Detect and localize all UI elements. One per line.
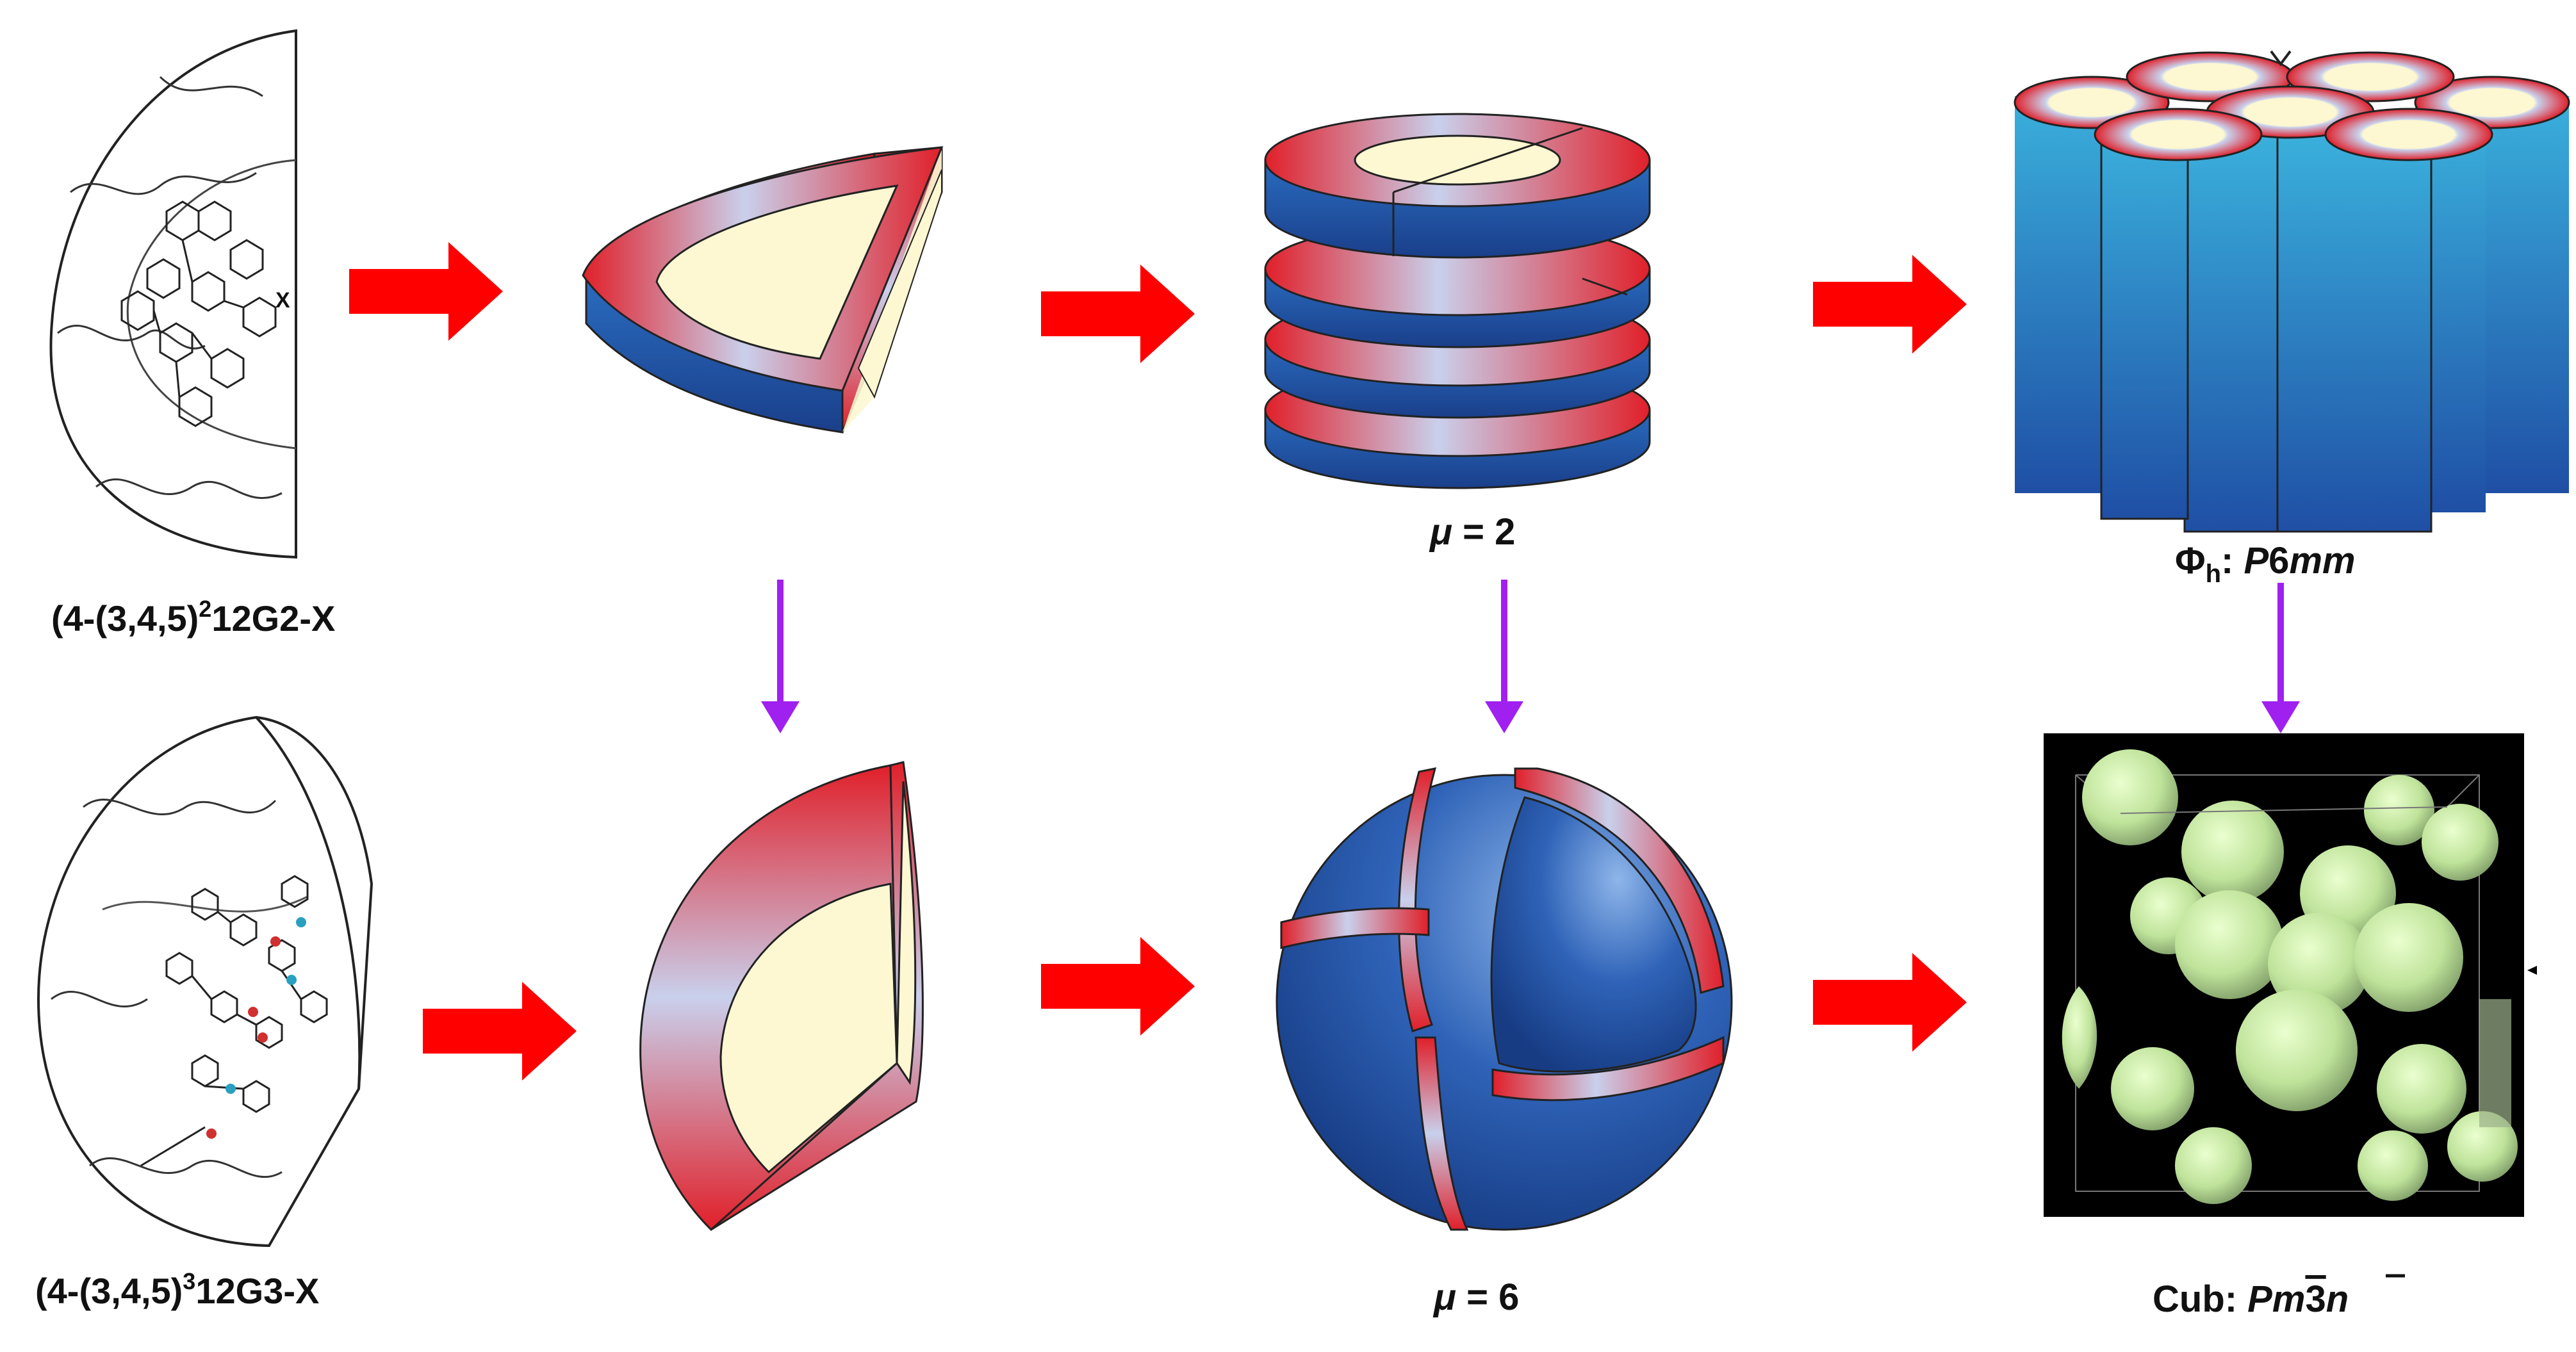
hexagonal-phase-label: Φh: P6mm [2175, 540, 2356, 588]
purple-arrow-1 [761, 580, 800, 733]
red-arrow-top-3 [1813, 255, 1967, 354]
mu2-label: μ = 2 [1429, 511, 1515, 553]
purple-arrow-2 [1485, 580, 1523, 733]
quarter-disc-segment [582, 146, 944, 434]
g3-molecular-structure [140, 875, 328, 1167]
cubic-phase-label: Cub: Pm3n [2153, 1278, 2349, 1320]
g2-molecular-structure [120, 200, 277, 427]
mu6-label: μ = 6 [1432, 1276, 1519, 1318]
g3-compound-label: (4-(3,4,5)312G3-X [35, 1268, 319, 1311]
red-arrow-bottom-3 [1813, 953, 1967, 1052]
red-arrow-bottom-1 [423, 982, 577, 1080]
stacked-disc-column [1264, 113, 1651, 489]
curved-wedge-segment [639, 761, 924, 1232]
cubic-phase-box [2044, 733, 2524, 1217]
cube-edge-tick [2527, 966, 2537, 975]
red-arrow-bottom-2 [1041, 937, 1195, 1036]
hexagonal-column-lattice [2014, 50, 2570, 533]
purple-arrow-3 [2261, 583, 2300, 733]
red-arrow-top-1 [349, 242, 503, 341]
x-marker: X [275, 288, 290, 313]
g2-dendron-hemisphere: X [49, 29, 297, 559]
segmented-sphere [1276, 767, 1733, 1231]
g3-dendron-hemisphere [37, 715, 373, 1248]
red-arrow-top-2 [1041, 265, 1195, 363]
g2-compound-label: (4-(3,4,5)212G2-X [51, 596, 335, 639]
